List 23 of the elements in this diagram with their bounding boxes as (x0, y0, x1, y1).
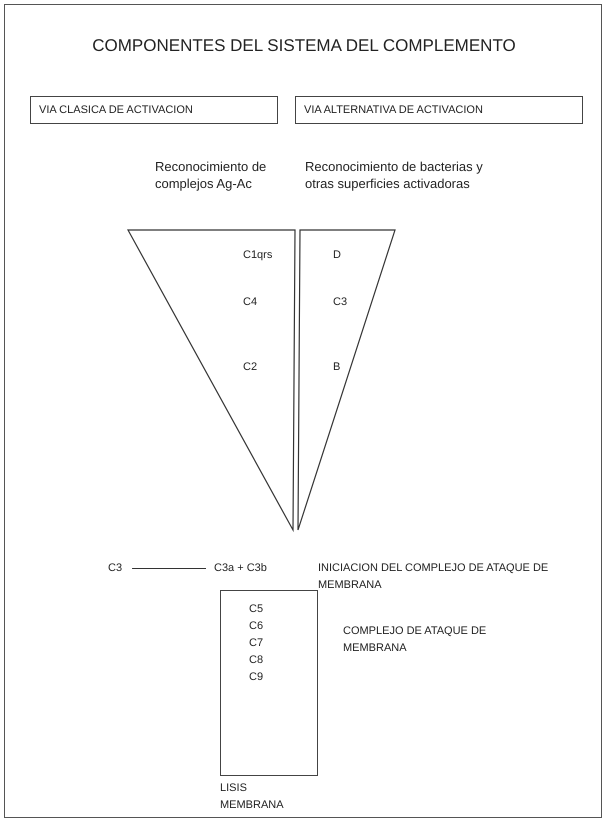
note: INICIACION DEL COMPLEJO DE ATAQUE DE MEMBRANA (318, 561, 550, 593)
pathway-box: VIA ALTERNATIVA DE ACTIVACION (295, 96, 583, 124)
component-label: C2 (243, 360, 258, 375)
recognition-heading: Reconocimiento de bacterias y otras superficies activadoras (305, 158, 484, 192)
component-label: C1qrs (243, 248, 272, 263)
pathway-box: VIA CLASICA DE ACTIVACION (30, 96, 278, 124)
component-label: C9 (249, 670, 264, 685)
title: COMPONENTES DEL SISTEMA DEL COMPLEMENTO (91, 36, 517, 56)
component-label: C3 (333, 295, 348, 310)
component-label: D (333, 248, 341, 263)
component-label: B (333, 360, 340, 375)
recognition-heading: Reconocimiento de complejos Ag-Ac (155, 158, 268, 192)
component-label: C7 (249, 636, 264, 651)
component-label: C4 (243, 295, 258, 310)
component-label: C3a + C3b (214, 560, 267, 577)
annotation: COMPLEJO DE ATAQUE DE MEMBRANA (343, 624, 488, 656)
component-label: C5 (249, 602, 264, 617)
component-label: C8 (249, 653, 264, 668)
connector-line (132, 568, 206, 569)
component-label: C3 (108, 560, 122, 577)
component-label: C6 (249, 619, 264, 634)
annotation: LISIS MEMBRANA (220, 781, 285, 813)
complex-box (220, 590, 318, 776)
